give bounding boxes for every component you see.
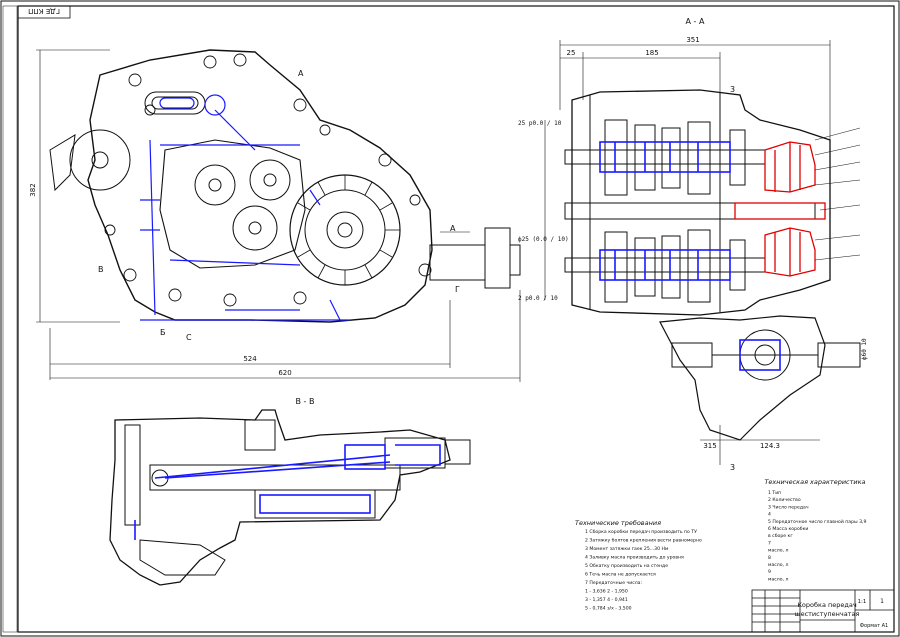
- clutch-highlight: [734, 141, 826, 277]
- tech-line: 7 Передаточные числа:: [585, 580, 642, 586]
- title-scale: 1:1: [858, 599, 867, 605]
- title-sheet: 1: [880, 598, 884, 605]
- dim-label-3: 2 р0.0 / 10: [518, 295, 558, 302]
- mark-a-mid: А: [450, 224, 456, 233]
- char-line: масло, л: [768, 549, 788, 554]
- dim-right-b: 185: [645, 49, 658, 57]
- title-name-1: Коробка передач: [797, 601, 857, 609]
- mark-3-top: 3: [730, 85, 735, 94]
- mark-b: Б: [160, 328, 166, 337]
- dim-label-1: 25 р0.0 / 10: [518, 120, 562, 127]
- section-title-secondary: В - В: [296, 397, 315, 406]
- char-line: 6 Масса коробки: [768, 526, 808, 532]
- housing-hidden-lines: [140, 94, 350, 321]
- char-line: 3 Число передач: [768, 504, 809, 510]
- char-title: Техническая характеристика: [764, 478, 865, 486]
- char-line: 8: [768, 555, 771, 561]
- inner-frame: [17, 5, 895, 633]
- tech-line: 3 - 1,357 4 - 0,941: [585, 597, 628, 603]
- title-name-2: шестиступенчатая: [795, 610, 860, 618]
- char-line: масло, л: [768, 577, 788, 582]
- shift-section-hidden: [134, 444, 441, 540]
- dim-bottom-b: 124.3: [760, 442, 780, 450]
- dim-right-total: 351: [686, 36, 699, 44]
- section-title-main: А - А: [686, 17, 705, 26]
- char-line: 7: [768, 540, 771, 546]
- mark-3-bottom: 3: [730, 463, 735, 472]
- tech-line: 1 Сборка коробки передач производить по …: [585, 529, 697, 535]
- mark-g: Г: [455, 285, 460, 294]
- char-line: 2 Количество: [768, 497, 801, 503]
- tech-title: Технические требования: [575, 519, 661, 527]
- title-format: Формат А1: [860, 623, 888, 629]
- tech-lines: 1 Сборка коробки передач производить по …: [585, 529, 702, 612]
- dim-right-a: 25: [567, 49, 576, 57]
- dim-label-r1: ф60 10: [861, 338, 868, 360]
- char-line: масло, л: [768, 563, 788, 568]
- tech-line: 4 Заливку масла производить до уровня: [585, 555, 684, 561]
- gear-section-hidden: [599, 141, 781, 371]
- technical-requirements: Технические требования 1 Сборка коробки …: [575, 519, 702, 612]
- tech-line: 6 Течь масла не допускается: [585, 572, 656, 578]
- housing-dimensions: [36, 49, 521, 382]
- sheet-code: ГДЕ КПП: [28, 7, 60, 15]
- char-line: 9: [768, 569, 771, 575]
- char-line: в сборе кг: [768, 533, 793, 539]
- title-block: [751, 589, 895, 633]
- binding-strip: [2, 5, 18, 633]
- shift-section: [109, 409, 471, 586]
- dim-height-left: 382: [29, 183, 37, 196]
- dim-bottom-a: 315: [703, 442, 716, 450]
- tech-line: 3 Момент затяжки гаек 25...30 Нм: [585, 546, 669, 552]
- tech-line: 2 Затяжку болтов крепления вести равноме…: [585, 538, 702, 544]
- tech-line: 5 Обкатку производить на стенде: [585, 563, 668, 569]
- char-line: 4: [768, 512, 771, 518]
- mark-c: С: [186, 333, 192, 342]
- section-dimensions: [544, 40, 831, 465]
- mark-v: В: [98, 265, 104, 274]
- dim-label-2: ф25 (0.0 / 10): [518, 236, 569, 243]
- tech-line: 5 - 0,784 з/х - 3,500: [585, 606, 632, 612]
- mark-a-top: А: [298, 69, 304, 78]
- leader-lines: [814, 127, 861, 261]
- dim-inner-width: 524: [243, 355, 257, 363]
- tech-line: 1 - 3,636 2 - 1,950: [585, 589, 628, 595]
- sheet-code-box: [17, 5, 71, 19]
- dim-overall-width: 620: [278, 369, 291, 377]
- char-line: 1 Тип: [768, 490, 781, 496]
- char-line: 5 Передаточное число главной пары 3,9: [768, 518, 866, 525]
- housing-view: [49, 49, 521, 323]
